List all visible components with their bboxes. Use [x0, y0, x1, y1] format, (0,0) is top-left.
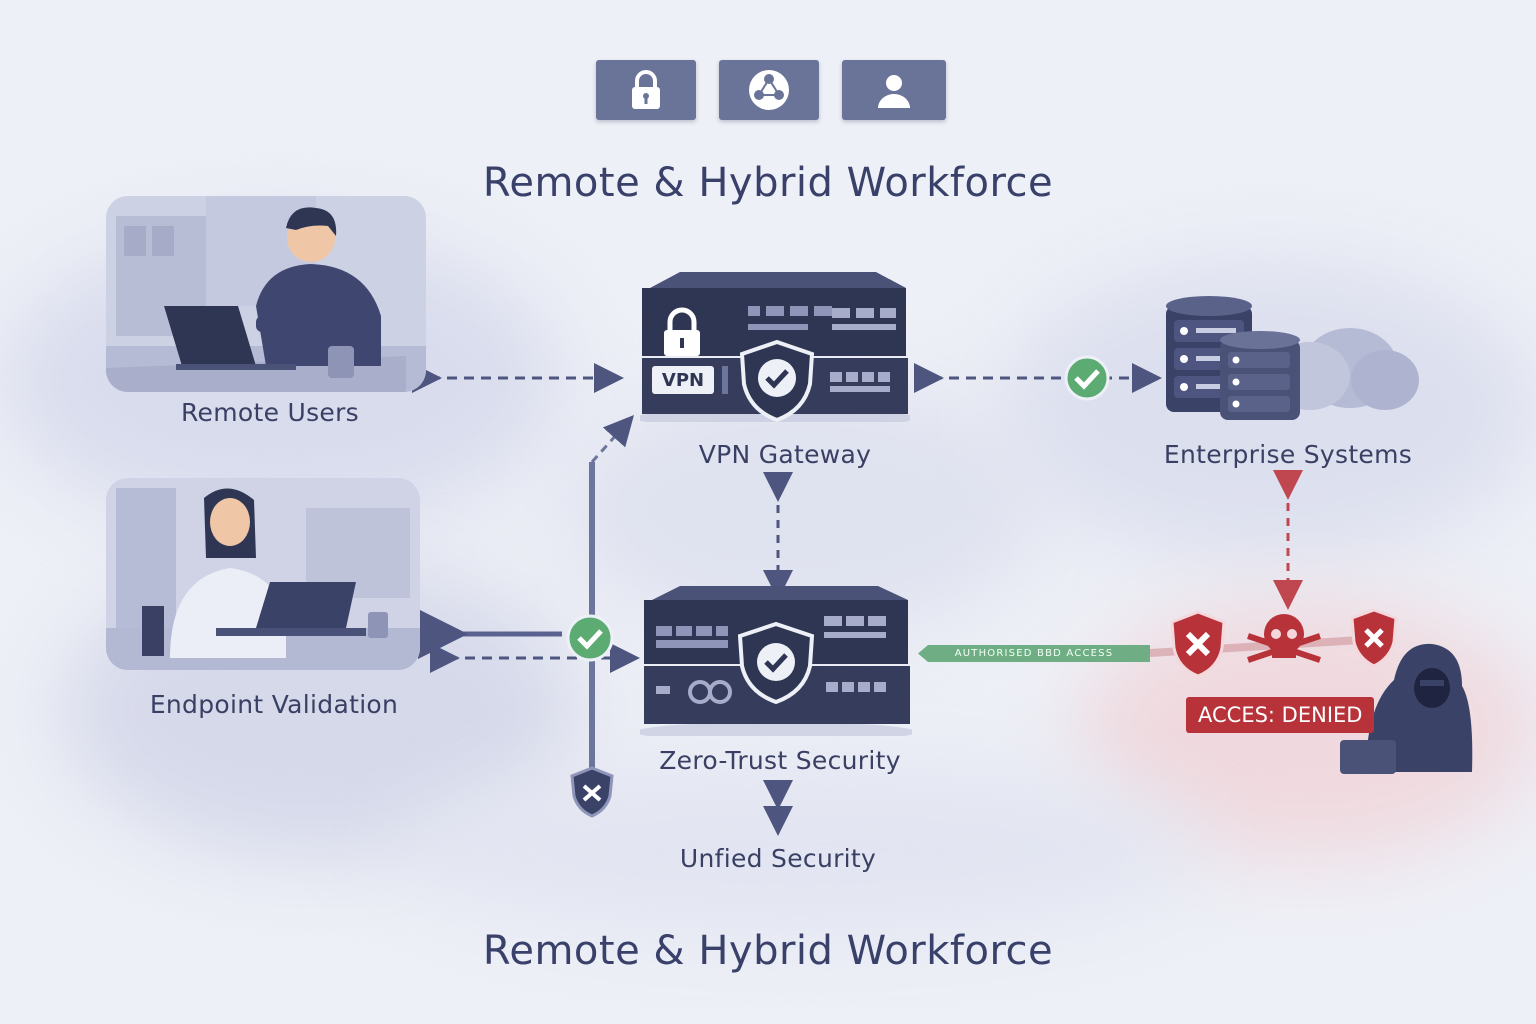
enterprise-systems-graphic [1160, 296, 1420, 426]
user-tile [842, 60, 946, 120]
vpn-badge: VPN [661, 369, 705, 391]
vpn-gateway-label: VPN Gateway [698, 440, 872, 469]
deny-shield-icon-2 [1350, 608, 1398, 668]
authorised-access-label: AUTHORISED BBD ACCESS [918, 645, 1150, 662]
zero-trust-device [636, 586, 916, 742]
endpoint-check-icon [566, 614, 614, 662]
network-icon [749, 70, 789, 110]
vpn-gateway-device: VPN [635, 272, 915, 428]
user-icon [878, 75, 910, 108]
remote-user-photo [106, 196, 426, 392]
attacker-figure [1340, 643, 1473, 774]
blocked-shield-icon [570, 766, 614, 818]
footer-title: Remote & Hybrid Workforce [482, 928, 1054, 974]
endpoint-user-photo [106, 478, 420, 670]
deny-shield-icon [1170, 610, 1226, 678]
endpoint-validation-label: Endpoint Validation [149, 690, 399, 719]
lock-tile [596, 60, 696, 120]
page-title: Remote & Hybrid Workforce [482, 160, 1054, 206]
enterprise-systems-label: Enterprise Systems [1163, 440, 1413, 469]
access-denied-banner: ACCES: DENIED [1186, 697, 1375, 733]
check-icon [1064, 355, 1110, 401]
network-tile [719, 60, 819, 120]
remote-users-label: Remote Users [180, 398, 360, 427]
unified-security-label: Unfied Security [679, 844, 877, 873]
skull-icon [1247, 614, 1321, 663]
lock-icon [632, 70, 660, 109]
zero-trust-label: Zero-Trust Security [659, 746, 901, 775]
threat-icons [1170, 608, 1398, 678]
